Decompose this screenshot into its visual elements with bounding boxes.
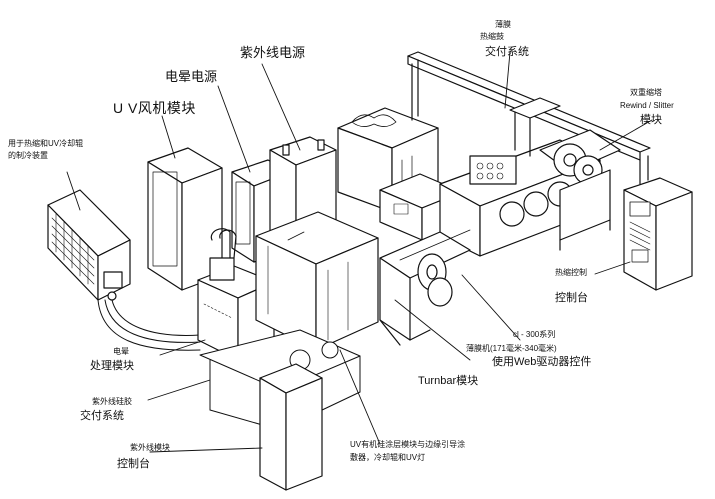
uv-console-label: 控制台 <box>117 458 150 470</box>
treat-small-label: 电晕 <box>113 347 129 356</box>
uv-power-label: 紫外线电源 <box>240 45 306 60</box>
uv-fan-label: U V风机模块 <box>113 100 196 116</box>
coating-label-line1: UV有机硅涂层模块与边缘引导涂 <box>350 440 466 449</box>
rewind-small-label-2: Rewind / Slitter <box>620 101 674 110</box>
uv-coating-cabinet <box>255 211 379 351</box>
cooler-label-line1: 用于热缩和UV冷却辊 <box>8 139 84 148</box>
uv-console-small-label: 紫外线模块 <box>130 443 170 452</box>
delivery-label: 交付系统 <box>485 46 529 58</box>
turnbar-label: Turnbar模块 <box>418 375 479 387</box>
turnbar-module <box>379 229 471 346</box>
heat-shrink-console <box>623 177 693 291</box>
uv-delivery-small-label: 紫外线硅胶 <box>92 397 132 406</box>
callout-lines <box>66 51 653 453</box>
corona-power-label: 电晕电源 <box>165 69 218 84</box>
treat-label: 处理模块 <box>90 360 134 372</box>
delivery-small-label-1: 薄膜 <box>495 20 511 29</box>
cooling-hoses <box>97 299 201 351</box>
heat-console-label: 控制台 <box>555 292 588 304</box>
uv-delivery-label: 交付系统 <box>80 410 124 422</box>
rewind-slitter <box>509 97 621 251</box>
coating-label-line2: 敷器，冷却辊和UV灯 <box>350 453 426 462</box>
chiller-unit <box>47 189 131 301</box>
delivery-small-label-2: 热缩鼓 <box>480 32 504 41</box>
web-line <box>379 139 601 257</box>
series-small-label-2: 薄膜机(171毫米-340毫米) <box>466 344 557 353</box>
series-small-label: cl - 300系列 <box>513 330 556 339</box>
rewind-label: 模块 <box>640 114 662 126</box>
heat-console-small-label: 热缩控制 <box>555 268 587 277</box>
cooler-label-line2: 的制冷装置 <box>8 151 48 160</box>
uv-console-cabinet <box>259 363 323 491</box>
web-driver-label: 使用Web驱动器控件 <box>492 356 592 368</box>
rewind-small-label-1: 双重缩塔 <box>630 88 662 97</box>
